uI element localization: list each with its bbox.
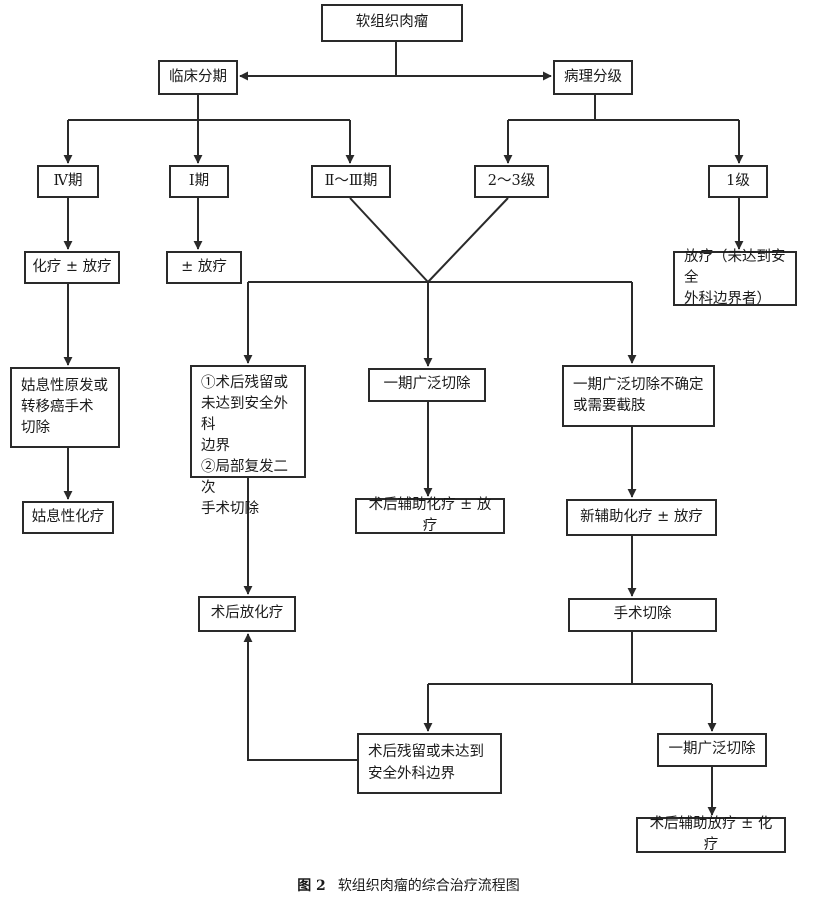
figure-label: 图 2 <box>297 878 326 894</box>
primary-resection-right-node: 一期广泛切除 <box>657 733 767 767</box>
uncertain-line-1: 一期广泛切除不确定 <box>573 376 704 393</box>
radio-only-node: ± 放疗 <box>166 251 242 284</box>
radio-unreached-line-2: 外科边界者） <box>684 291 771 308</box>
primary-resection-mid-node: 一期广泛切除 <box>368 368 486 402</box>
palliative-surgery-line-3: 切除 <box>21 420 50 436</box>
residual-line-2: 未达到安全外科 <box>201 396 288 434</box>
arrow-postop-residual-to-radio-chemo <box>243 633 357 761</box>
figure-caption: 图 2 软组织肉瘤的综合治疗流程图 <box>0 875 817 895</box>
residual-or-recurrence-node: ①术后残留或 未达到安全外科 边界 ②局部复发二次 手术切除 <box>190 365 306 517</box>
clinical-staging-node: 临床分期 <box>158 60 238 95</box>
root-node: 软组织肉瘤 <box>321 4 463 42</box>
postop-residual-line-2: 安全外科边界 <box>368 765 455 782</box>
adjuvant-chemo-radio-node: 术后辅助化疗 ± 放疗 <box>355 497 505 534</box>
connector-grade-2-3-to-junction <box>427 197 509 283</box>
postop-radio-chemo-node: 术后放化疗 <box>198 596 296 632</box>
postop-residual-node: 术后残留或未达到 安全外科边界 <box>357 733 502 794</box>
postop-residual-line-1: 术后残留或未达到 <box>368 744 484 761</box>
stage-iv-node: Ⅳ期 <box>37 165 99 198</box>
grade-2-3-node: 2～3级 <box>474 165 549 198</box>
neoadjuvant-node: 新辅助化疗 ± 放疗 <box>566 499 717 536</box>
stage-i-node: Ⅰ期 <box>169 165 229 198</box>
palliative-chemo-node: 姑息性化疗 <box>22 501 114 534</box>
connector-stage-ii-iii-to-junction <box>349 197 429 283</box>
residual-line-3: 边界 <box>201 438 230 455</box>
residual-line-5: 手术切除 <box>201 501 259 518</box>
pathological-grading-node: 病理分级 <box>553 60 633 95</box>
uncertain-line-2: 或需要截肢 <box>573 398 646 414</box>
surgery-node: 手术切除 <box>568 598 717 632</box>
radio-unreached-margin-node: 放疗（未达到安全 外科边界者） <box>673 249 797 307</box>
residual-line-1: ①术后残留或 <box>201 375 288 391</box>
radio-unreached-line-1: 放疗（未达到安全 <box>684 248 786 286</box>
stage-ii-iii-node: Ⅱ～Ⅲ期 <box>311 165 391 198</box>
chemo-radio-node: 化疗 ± 放疗 <box>24 251 120 284</box>
palliative-surgery-line-2: 转移癌手术 <box>21 398 94 415</box>
uncertain-or-amputation-node: 一期广泛切除不确定 或需要截肢 <box>562 365 715 427</box>
residual-line-4: ②局部复发二次 <box>201 459 288 497</box>
postop-adjuvant-radio-chemo-node: 术后辅助放疗 ± 化疗 <box>636 816 786 853</box>
figure-title: 软组织肉瘤的综合治疗流程图 <box>337 878 520 894</box>
palliative-surgery-node: 姑息性原发或 转移癌手术 切除 <box>10 367 120 448</box>
grade-1-node: 1级 <box>708 165 768 198</box>
palliative-surgery-line-1: 姑息性原发或 <box>21 377 108 394</box>
